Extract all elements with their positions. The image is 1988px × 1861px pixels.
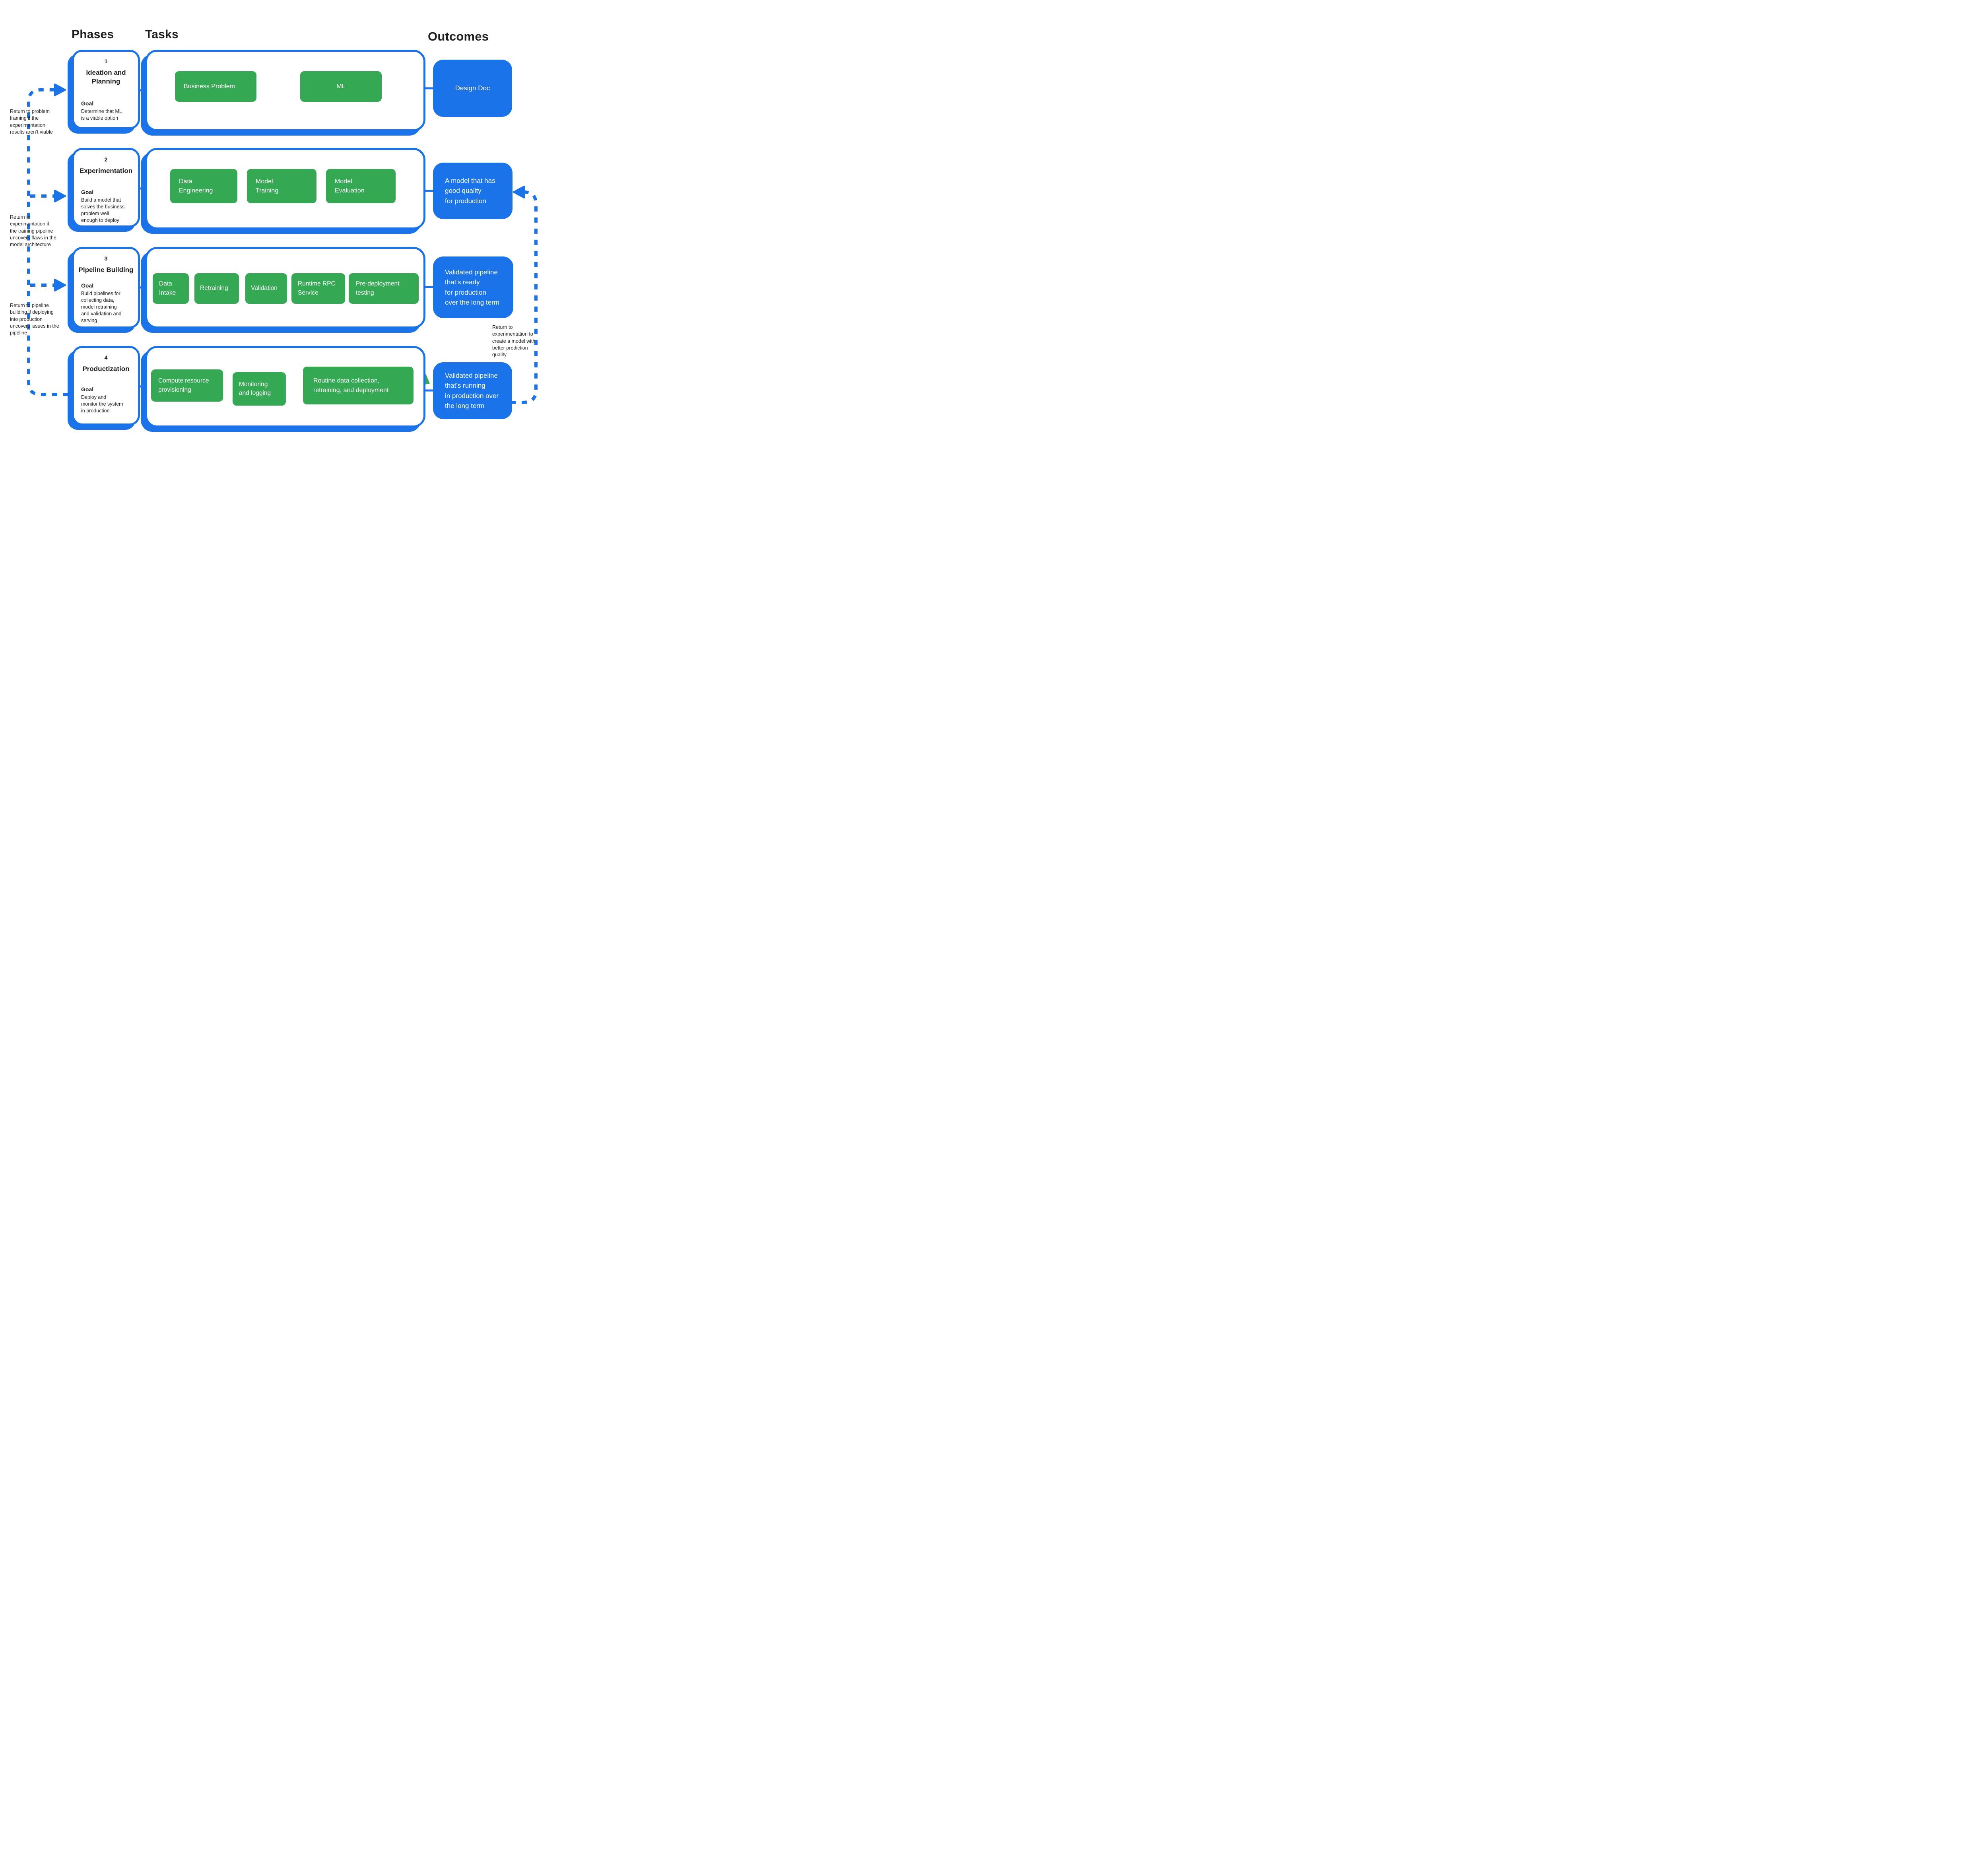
arrow-to-phase2-icon	[54, 190, 66, 202]
goal-label: Goal	[81, 386, 94, 392]
task-data-engineering: Data Engineering	[170, 169, 237, 203]
outcome-validated-pipeline-ready: Validated pipeline that’s ready for prod…	[433, 256, 513, 318]
phase-title: Pipeline Building	[78, 266, 134, 274]
task-ml: ML	[300, 71, 382, 102]
task-runtime-rpc-service: Runtime RPC Service	[291, 273, 345, 304]
phase-card-experimentation: 2 Experimentation Goal Build a model tha…	[72, 148, 140, 227]
task-compute-resource-provisioning: Compute resource provisioning	[151, 369, 223, 402]
task-routine-data-collection: Routine data collection, retraining, and…	[303, 367, 414, 404]
goal-text: Deploy and monitor the system in product…	[81, 394, 123, 414]
task-validation: Validation	[245, 273, 287, 304]
annotation-return-pipeline-building: Return to pipeline building if deploying…	[10, 303, 59, 336]
annotation-return-better-prediction: Return to experimentation to create a mo…	[492, 324, 536, 357]
annotation-return-problem-framing: Return to problem framing if the experim…	[10, 109, 53, 135]
phase-number: 3	[104, 255, 108, 262]
arrow-to-outcome2-icon	[513, 186, 525, 198]
goal-label: Goal	[81, 189, 94, 195]
column-header-tasks: Tasks	[145, 28, 179, 41]
phase-number: 2	[104, 156, 108, 163]
annotation-return-experimentation: Return to experimentation if the trainin…	[10, 214, 56, 247]
outcome-quality-model: A model that has good quality for produc…	[433, 163, 513, 219]
phase-number: 1	[104, 58, 108, 64]
goal-text: Determine that ML is a viable option	[81, 109, 122, 121]
phase-card-ideation: 1 Ideation and Planning Goal Determine t…	[72, 50, 140, 129]
phase-card-productization: 4 Productization Goal Deploy and monitor…	[72, 346, 140, 425]
mlops-workflow-diagram: Phases Tasks Outcomes 1 Ideation and Pla…	[0, 0, 564, 465]
task-monitoring-and-logging: Monitoring and logging	[233, 372, 286, 406]
return-path-right	[511, 190, 538, 404]
phase-title: Experimentation	[79, 167, 133, 175]
phase-number: 4	[104, 354, 108, 361]
goal-text: Build pipelines for collecting data, mod…	[81, 291, 122, 323]
task-data-intake: Data Intake	[153, 273, 189, 304]
task-business-problem: Business Problem	[175, 71, 256, 102]
goal-label: Goal	[81, 100, 94, 107]
phase-title: Productization	[82, 365, 130, 373]
outcome-validated-pipeline-running: Validated pipeline that’s running in pro…	[433, 362, 512, 419]
task-predeployment-testing: Pre-deployment testing	[349, 273, 419, 304]
task-model-evaluation: Model Evaluation	[326, 169, 396, 203]
arrow-to-phase3-icon	[54, 279, 66, 291]
column-header-outcomes: Outcomes	[428, 29, 489, 43]
goal-label: Goal	[81, 282, 94, 289]
outcome-design-doc: Design Doc	[433, 60, 512, 117]
task-retraining: Retraining	[194, 273, 239, 304]
phase-title: Ideation and Planning	[86, 69, 126, 85]
column-header-phases: Phases	[72, 28, 114, 41]
phase-card-pipeline-building: 3 Pipeline Building Goal Build pipelines…	[72, 247, 140, 328]
arrow-to-phase1-icon	[54, 84, 66, 96]
task-model-training: Model Training	[247, 169, 316, 203]
goal-text: Build a model that solves the business p…	[81, 197, 125, 223]
